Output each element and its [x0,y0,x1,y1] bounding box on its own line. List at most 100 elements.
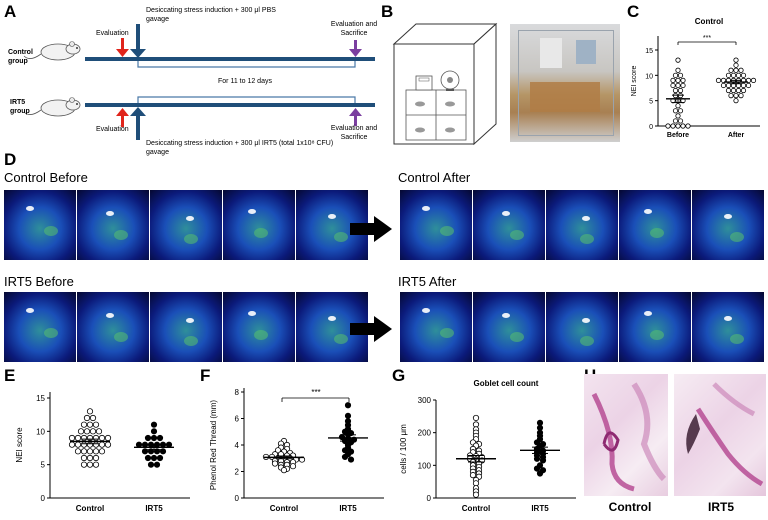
data-point [728,67,734,73]
data-point [680,82,686,89]
data-point [92,434,100,442]
data-point [745,82,752,89]
data-point [665,123,671,129]
irt5-group-label: IRT5 group [10,99,30,115]
chamber-schematic [392,22,498,146]
data-point [675,123,681,129]
chart-g-ylabel: cells / 100 μm [399,424,408,474]
data-point [150,421,158,428]
data-point [685,123,691,129]
eye-image-control-after [546,190,618,260]
eye-image-irt5-before [223,292,295,362]
data-point [86,448,94,455]
data-point [150,454,158,462]
data-point [104,441,112,448]
data-point [720,82,727,89]
mouse-icon [23,41,81,61]
data-point [165,441,173,448]
evaluation-arrow-control [116,38,129,57]
data-point [341,447,349,454]
control-after-title: Control After [398,170,471,185]
data-point [95,428,103,435]
data-point [74,434,82,442]
data-point [670,123,676,129]
data-point [92,441,100,448]
data-point [740,87,747,94]
eye-image-irt5-before [4,292,76,362]
data-point [730,72,737,78]
data-point [735,87,742,94]
data-point [80,454,88,462]
y-tick-label: 15 [645,48,653,55]
chart-c-xlabel-after: After [728,132,745,139]
data-point [92,421,100,428]
eye-image-control-after [692,190,764,260]
data-point [86,461,94,468]
data-point [733,98,739,104]
control-timeline-bar [85,57,375,61]
right-arrow-icon [350,216,392,242]
data-point [68,441,76,448]
eye-image-control-after [400,190,472,260]
data-point [733,57,739,63]
data-point [83,414,91,422]
data-point [80,448,88,455]
data-point [144,454,152,462]
data-point [675,77,681,84]
sacrifice-arrow-control [349,40,362,57]
data-point [144,434,152,442]
y-tick-label: 200 [418,429,432,438]
data-point [533,465,541,472]
data-point [675,57,681,63]
eye-image-irt5-after [400,292,472,362]
data-point [675,103,681,109]
y-tick-label: 4 [235,441,240,450]
data-point [86,421,94,428]
panel-label-e: E [4,366,16,385]
significance-c: *** [703,35,711,42]
y-tick-label: 300 [418,396,432,405]
data-point [725,87,732,94]
data-point [150,428,158,435]
irt5-bracket [137,96,356,103]
y-tick-label: 6 [235,415,240,424]
data-point [730,87,737,94]
data-point [670,77,676,84]
chart-c-title: Control [695,17,723,26]
data-point [675,67,681,73]
chart-f-xlabel-control: Control [270,504,298,513]
data-point [740,72,747,78]
data-point [735,72,742,78]
data-point [347,456,355,463]
data-point [677,108,684,114]
data-point [92,454,100,462]
data-point [68,434,76,442]
data-point [341,453,349,461]
data-point [536,470,544,477]
data-point [344,402,352,409]
data-point [680,77,686,84]
duration-label: For 11 to 12 days [218,78,272,85]
data-point [675,82,681,89]
eye-image-irt5-after [546,292,618,362]
panel-label-d: D [4,150,17,169]
induction-arrow-irt5 [130,107,146,140]
data-point [672,108,679,114]
y-tick-label: 100 [418,461,432,470]
data-point [738,67,744,73]
data-point [98,448,106,455]
chart-e-xlabel-control: Control [76,504,104,513]
data-point [80,421,88,428]
eye-image-control-after [473,190,545,260]
data-point [83,428,91,435]
data-point [98,441,106,448]
timeline-diagram [23,24,375,140]
data-point [74,448,82,455]
y-tick-label: 5 [41,461,46,470]
data-point [740,82,747,89]
data-point [715,77,722,84]
y-tick-label: 15 [36,394,45,403]
y-tick-label: 8 [235,388,240,397]
